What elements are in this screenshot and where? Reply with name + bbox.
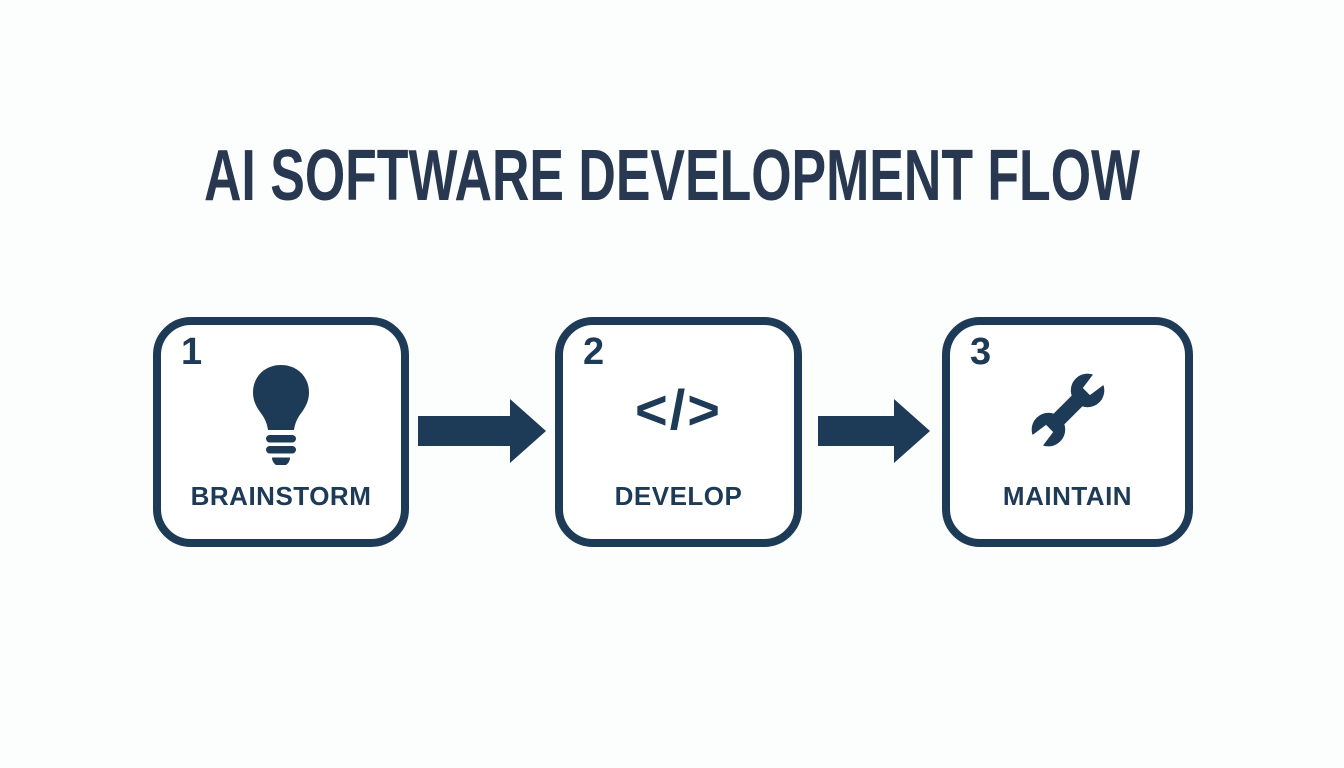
- page-title: AI SOFTWARE DEVELOPMENT FLOW: [0, 140, 1344, 212]
- step-box-maintain: 3 MAINTAIN: [942, 317, 1193, 547]
- step-number: 3: [970, 331, 992, 373]
- lightbulb-icon: [161, 365, 401, 465]
- code-icon: </>: [563, 375, 794, 445]
- page-title-text: AI SOFTWARE DEVELOPMENT FLOW: [203, 136, 1140, 216]
- step-label: MAINTAIN: [1002, 481, 1133, 511]
- step-box-brainstorm: 1 BRAINSTORM: [153, 317, 409, 547]
- step-label: BRAINSTORM: [190, 481, 372, 511]
- arrow-right-icon: [818, 399, 930, 463]
- step-number: 2: [583, 331, 605, 373]
- step-label: DEVELOP: [614, 481, 743, 511]
- code-glyph: </>: [635, 378, 722, 441]
- step-box-develop: 2 </> DEVELOP: [555, 317, 802, 547]
- wrench-icon: [950, 358, 1185, 462]
- arrow-right-icon: [418, 399, 546, 463]
- step-number: 1: [181, 331, 203, 373]
